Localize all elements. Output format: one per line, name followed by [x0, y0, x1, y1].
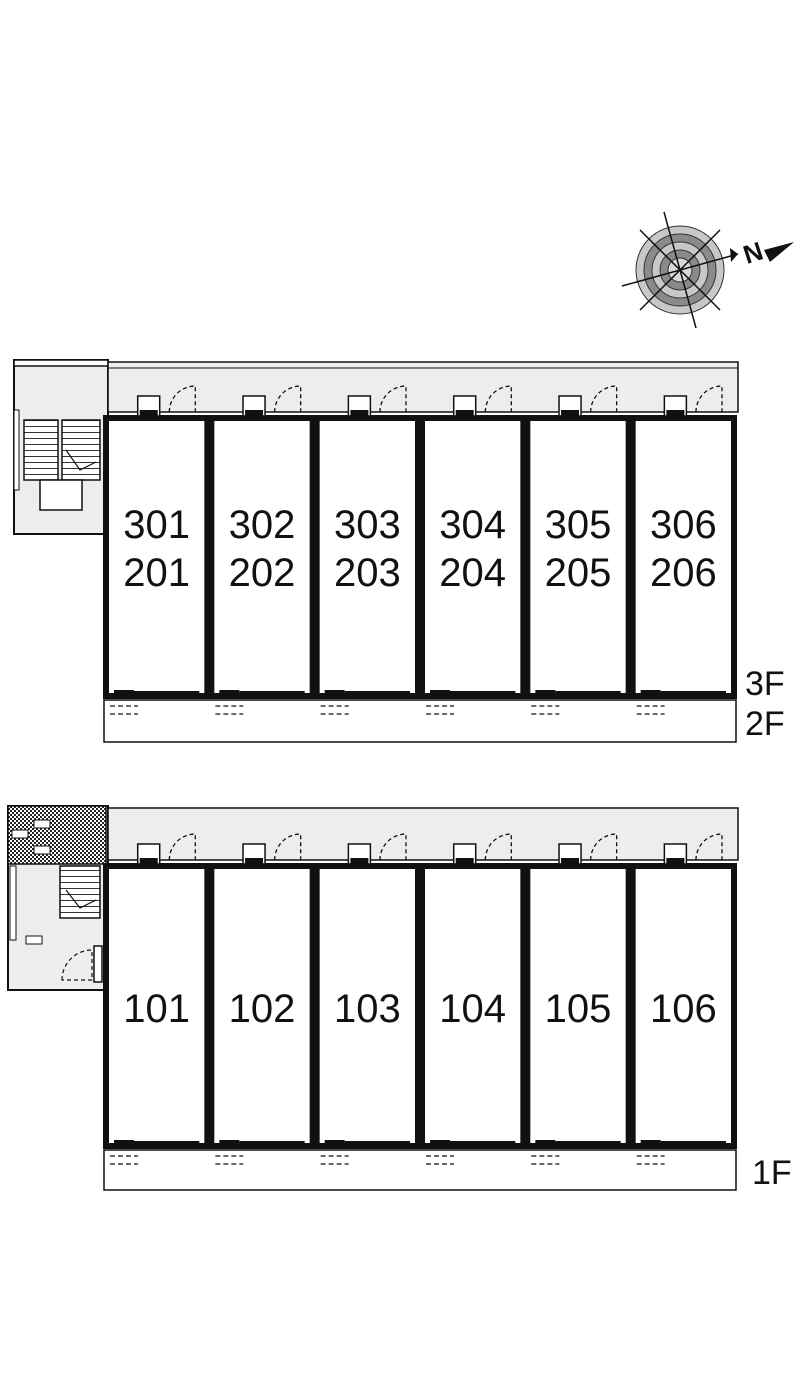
compass-north-letter: N [739, 235, 766, 269]
door-swing-icon [273, 385, 302, 413]
unit-number-3f: 301 [123, 503, 190, 547]
meter-box-base [561, 410, 580, 416]
ac-unit-icon [110, 1155, 138, 1165]
unit: 103 [313, 833, 421, 1165]
unit-number-2f: 204 [439, 551, 506, 595]
room [103, 415, 211, 699]
lower-entrance-area [7, 805, 109, 991]
floor-label-2f: 2F [745, 705, 785, 743]
meter-box-base [350, 410, 369, 416]
meter-box-base [666, 858, 685, 864]
door-swing-icon [168, 833, 196, 861]
ac-unit-icon [320, 1155, 349, 1165]
unit-number-2f: 202 [229, 551, 296, 595]
upper-corridor [107, 361, 739, 413]
lower-block: 101 102 103 104 105 106 1F [7, 805, 792, 1192]
ac-unit-icon [531, 1155, 560, 1165]
room [524, 863, 632, 1149]
ac-unit-icon [426, 1155, 454, 1165]
room [419, 863, 527, 1149]
door-swing-icon [589, 385, 618, 413]
room [208, 863, 316, 1149]
ac-unit-icon [215, 705, 244, 715]
door-swing-icon [273, 833, 302, 861]
meter-box-base [666, 410, 685, 416]
ac-unit-icon [636, 705, 665, 715]
meter-box-base [455, 410, 474, 416]
ac-unit-icon [531, 705, 560, 715]
floor-label-3f: 3F [745, 665, 785, 703]
meter-box-base [561, 858, 580, 864]
door-swing-icon [695, 385, 723, 413]
unit: 102 [208, 833, 316, 1165]
stairs-icon [61, 419, 101, 481]
unit-number-3f: 303 [334, 503, 401, 547]
meter-box-base [245, 410, 264, 416]
ac-unit-icon [426, 705, 454, 715]
room [313, 415, 421, 699]
compass: N [621, 211, 794, 329]
room [313, 863, 421, 1149]
unit: 104 [419, 833, 527, 1165]
unit-number-1f: 101 [123, 987, 190, 1031]
unit-number-3f: 302 [229, 503, 296, 547]
lower-corridor [107, 807, 739, 861]
compass-rose-icon [621, 211, 739, 329]
unit-number-2f: 201 [123, 551, 190, 595]
room [103, 863, 211, 1149]
upper-stair-area [13, 359, 109, 535]
door-swing-icon [379, 385, 407, 413]
unit-number-1f: 102 [229, 987, 296, 1031]
unit: 105 [524, 833, 632, 1165]
room [208, 415, 316, 699]
ac-unit-icon [636, 1155, 665, 1165]
unit-number-1f: 105 [545, 987, 612, 1031]
unit-number-2f: 203 [334, 551, 401, 595]
unit: 106 [629, 833, 738, 1165]
unit-number-3f: 306 [650, 503, 717, 547]
meter-box-base [139, 858, 158, 864]
door-swing-icon [484, 833, 512, 861]
meter-box-base [139, 410, 158, 416]
ac-unit-icon [215, 1155, 244, 1165]
floor-label-1f: 1F [752, 1154, 792, 1192]
room [629, 415, 738, 699]
unit-number-3f: 305 [545, 503, 612, 547]
unit-number-2f: 206 [650, 551, 717, 595]
meter-box-base [245, 858, 264, 864]
unit-number-1f: 103 [334, 987, 401, 1031]
room [524, 415, 632, 699]
upper-balcony [103, 699, 737, 743]
door-swing-icon [695, 833, 723, 861]
ac-unit-icon [110, 705, 138, 715]
ac-unit-icon [320, 705, 349, 715]
meter-box-base [455, 858, 474, 864]
unit-number-3f: 304 [439, 503, 506, 547]
unit-number-1f: 104 [439, 987, 506, 1031]
stairs-icon [23, 419, 59, 481]
lower-balcony [103, 1149, 737, 1191]
unit-number-1f: 106 [650, 987, 717, 1031]
stairs-icon [59, 865, 101, 919]
door-swing-icon [379, 833, 407, 861]
unit-number-2f: 205 [545, 551, 612, 595]
room [419, 415, 527, 699]
north-arrow-icon [764, 242, 794, 262]
meter-box-base [350, 858, 369, 864]
door-swing-icon [589, 833, 618, 861]
door-swing-icon [168, 385, 196, 413]
door-swing-icon [484, 385, 512, 413]
room [629, 863, 738, 1149]
unit: 101 [103, 833, 211, 1165]
